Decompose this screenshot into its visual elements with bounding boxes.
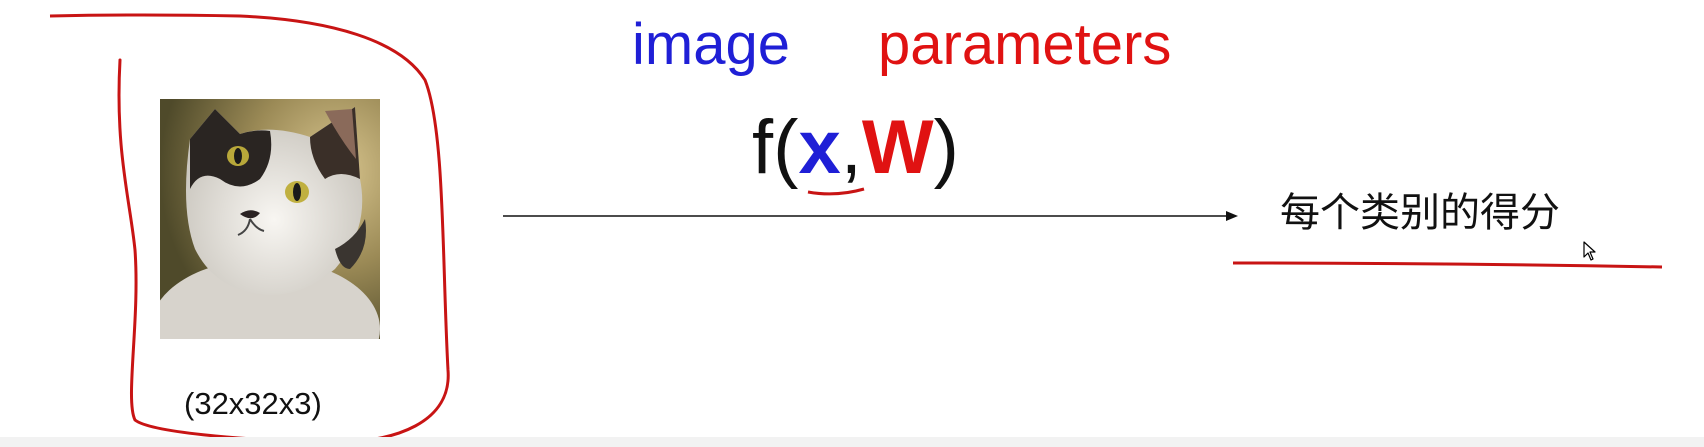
mouse-pointer-icon	[1583, 241, 1596, 261]
score-function-formula: f(x,W)	[752, 110, 959, 186]
formula-prefix: f(	[752, 105, 799, 190]
output-underline-stroke	[1232, 261, 1663, 269]
top-left-annotation-stroke	[49, 13, 241, 18]
cat-photo	[160, 99, 380, 339]
image-label: image	[632, 12, 790, 77]
formula-w: W	[861, 105, 934, 190]
formula-x: x	[798, 105, 841, 190]
formula-suffix: )	[933, 105, 959, 190]
parameters-label: parameters	[878, 12, 1172, 77]
x-underline-stroke	[807, 187, 865, 196]
formula-comma: ,	[840, 105, 862, 190]
class-scores-label: 每个类别的得分	[1280, 190, 1560, 236]
input-size-caption: (32x32x3)	[184, 386, 322, 421]
arrow-head	[1226, 211, 1238, 221]
bottom-edge-shade	[0, 437, 1704, 447]
